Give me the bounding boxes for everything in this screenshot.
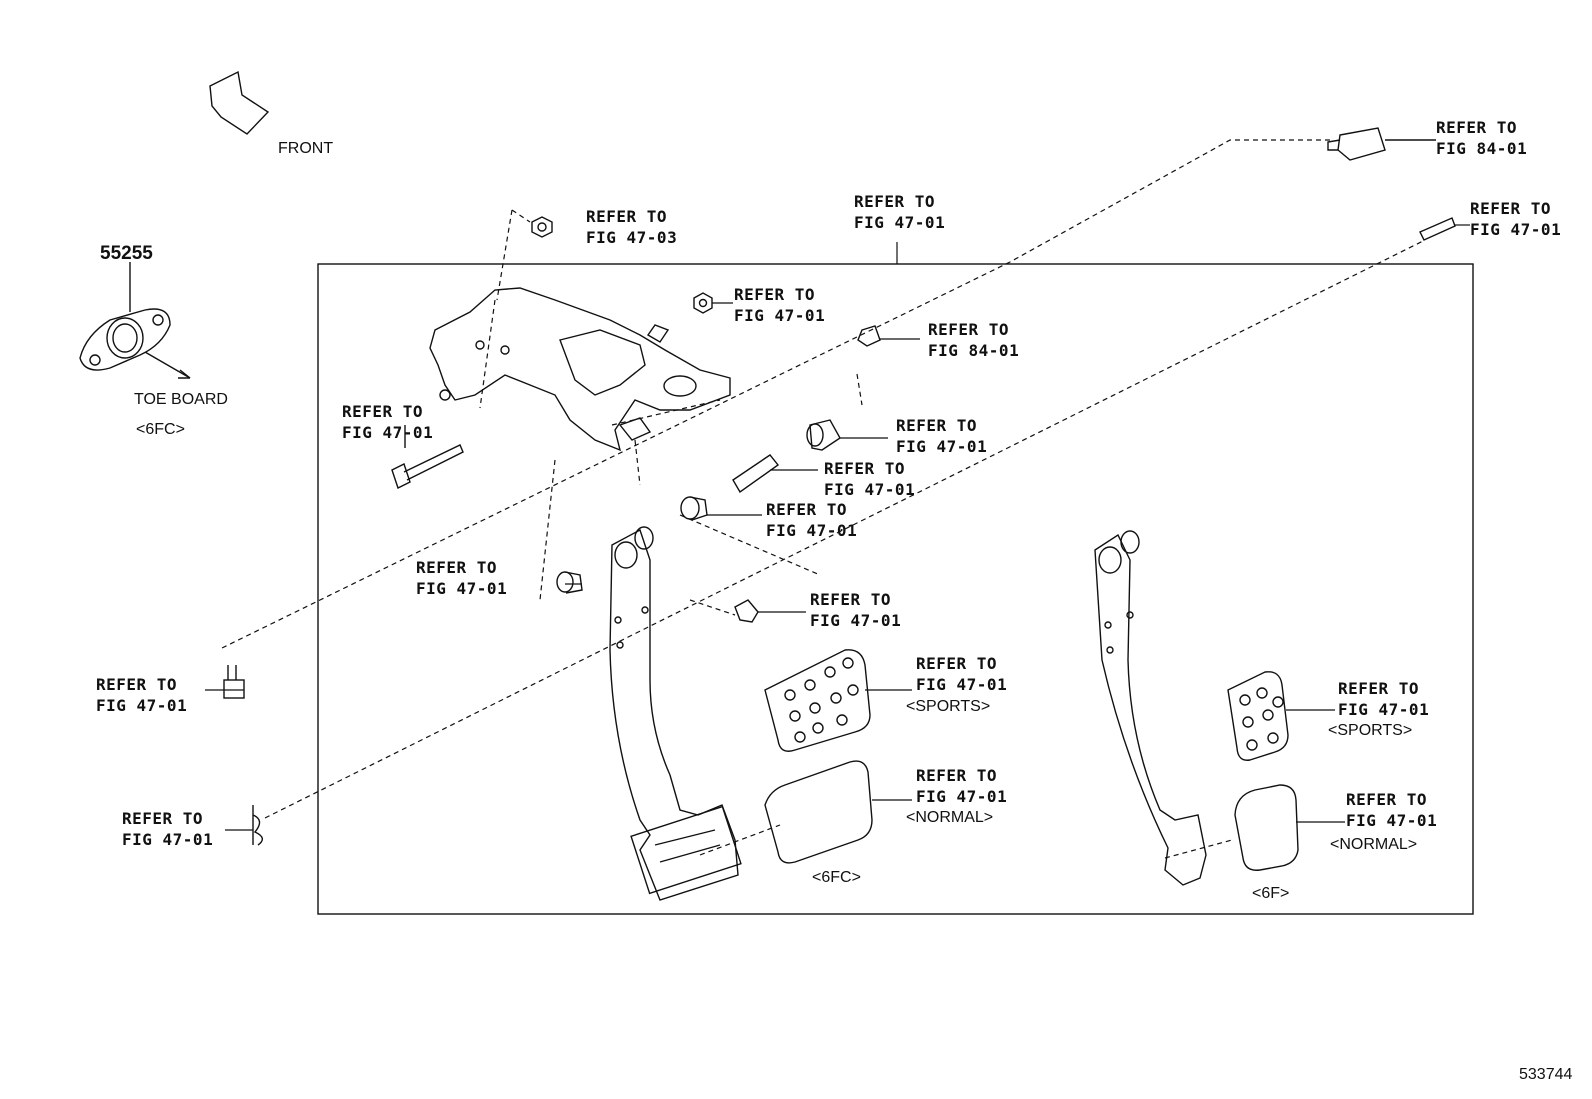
collar-part xyxy=(556,571,583,594)
sports-pad-6fc xyxy=(764,649,871,752)
pin-clip-part xyxy=(252,805,263,846)
normal-pad-6f xyxy=(1234,784,1299,871)
toe-board-part xyxy=(79,262,191,379)
dashed-leaders xyxy=(221,139,1426,859)
brake-pedal-6fc xyxy=(609,526,742,901)
bushing-part xyxy=(680,496,708,521)
toe-board-label: TOE BOARD xyxy=(134,391,228,408)
sports-label: <SPORTS> xyxy=(906,698,991,715)
normal-label: <NORMAL> xyxy=(906,809,994,826)
sports-label: <SPORTS> xyxy=(1328,722,1413,739)
normal-pad-6fc xyxy=(764,760,873,864)
stopper-part xyxy=(734,599,759,623)
screw-part xyxy=(1419,217,1456,241)
leaders xyxy=(205,224,1470,831)
switch-part xyxy=(1327,127,1436,161)
bolt-part xyxy=(391,425,464,489)
nut-part xyxy=(531,216,713,314)
variant-6fc-label: <6FC> xyxy=(812,869,861,886)
brake-pedal-6f xyxy=(1094,530,1207,886)
part-number: 55255 xyxy=(100,243,153,264)
normal-label: <NORMAL> xyxy=(1330,836,1418,853)
stud-part xyxy=(223,665,245,699)
assembly-frame xyxy=(317,263,1474,915)
toe-board-variant: <6FC> xyxy=(136,421,185,438)
front-label: FRONT xyxy=(278,140,334,157)
pedal-bracket xyxy=(429,287,731,452)
clip-part xyxy=(857,325,881,347)
cushion-part xyxy=(806,419,841,451)
variant-6f-label: <6F> xyxy=(1252,885,1290,902)
figure-id: 533744 xyxy=(1519,1066,1573,1083)
sports-pad-6f xyxy=(1227,671,1289,761)
front-arrow-icon xyxy=(209,70,270,135)
pin-part xyxy=(732,454,780,494)
